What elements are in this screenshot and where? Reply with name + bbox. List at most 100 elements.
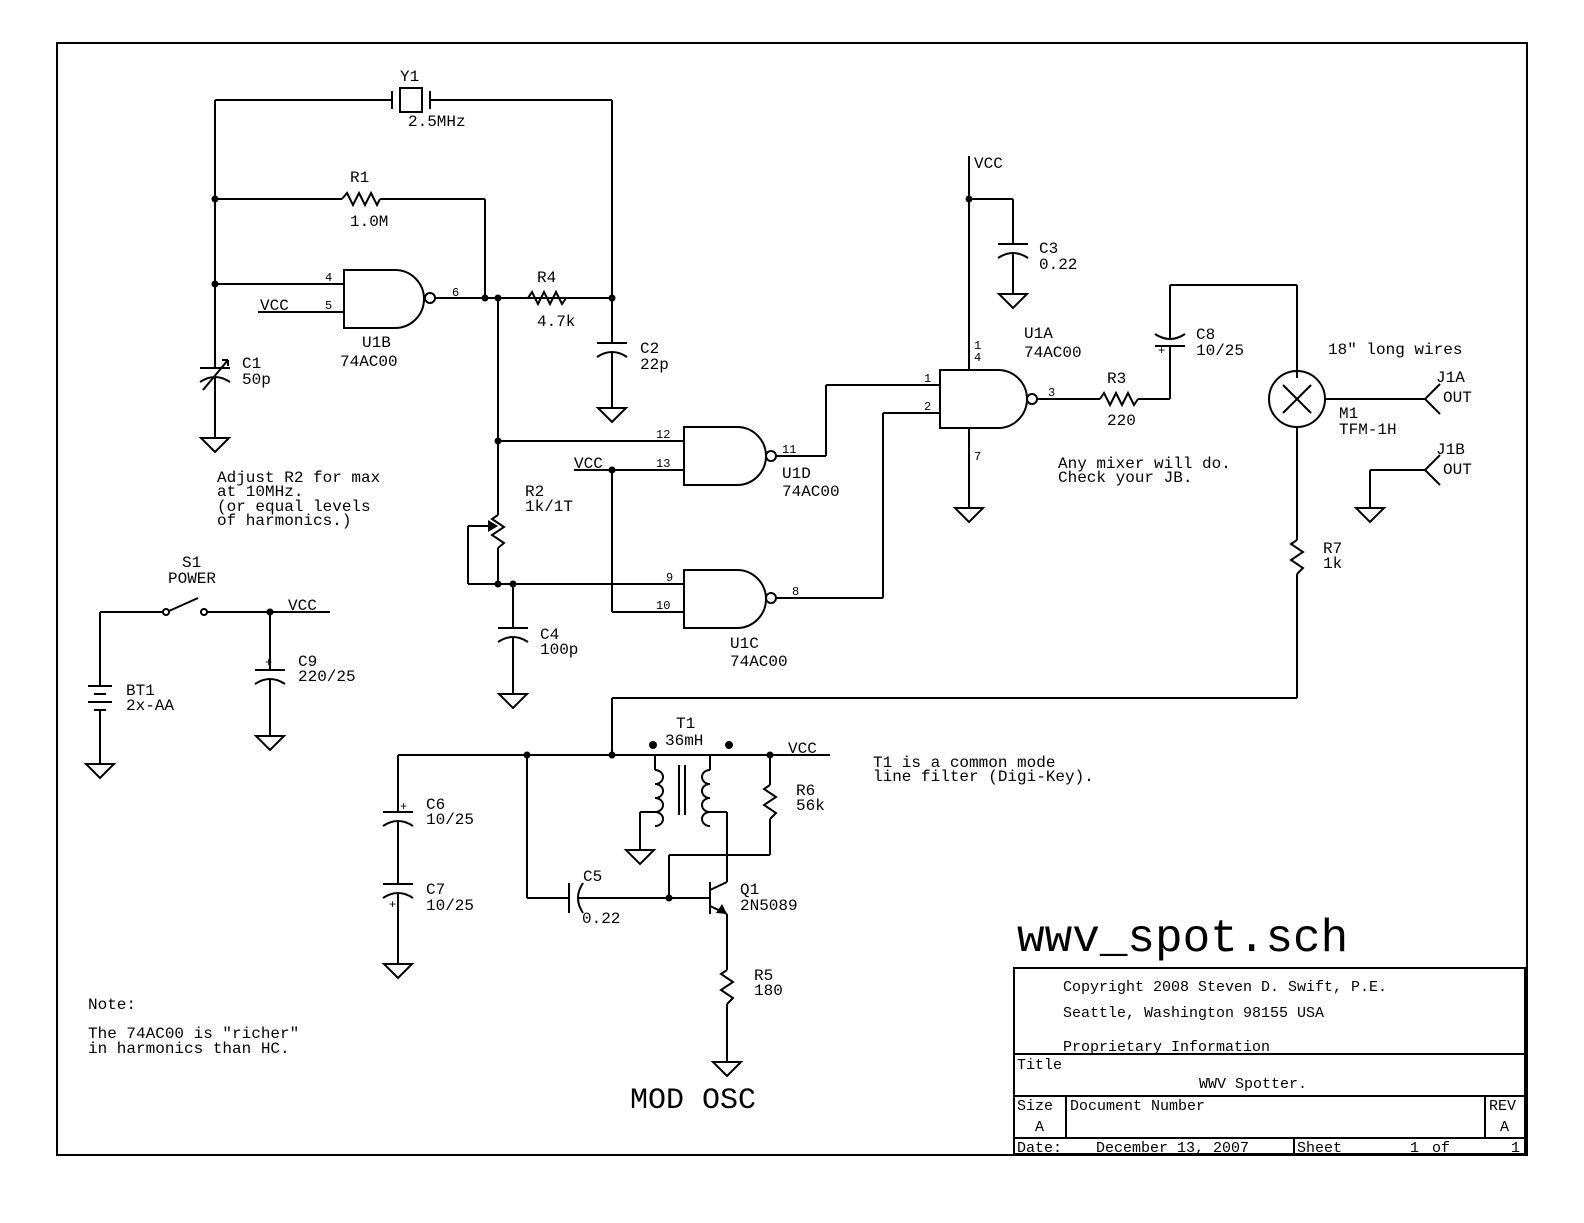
- value-c2: 22p: [640, 356, 669, 374]
- value-q1: 2N5089: [740, 897, 798, 915]
- value-c3: 0.22: [1039, 256, 1077, 274]
- ref-m1: M1: [1339, 405, 1358, 423]
- ref-y1: Y1: [400, 68, 419, 86]
- ref-c8: C8: [1196, 326, 1215, 344]
- note-body-line: in harmonics than HC.: [88, 1040, 290, 1058]
- value-c6: 10/25: [426, 811, 474, 829]
- svg-text:4: 4: [974, 351, 981, 365]
- svg-text:1: 1: [974, 339, 981, 353]
- sheet-total: 1: [1511, 1140, 1520, 1157]
- ref-c5: C5: [583, 868, 602, 886]
- svg-text:9: 9: [666, 571, 673, 585]
- power-section: [85, 597, 330, 779]
- value-c8: 10/25: [1196, 342, 1244, 360]
- output-section: [611, 156, 1441, 755]
- svg-text:4: 4: [325, 271, 332, 285]
- note-adjust-line: at 10MHz.: [217, 483, 303, 501]
- svg-text:12: 12: [656, 428, 670, 442]
- value-r7: 1k: [1323, 555, 1342, 573]
- proprietary-text: Proprietary Information: [1063, 1039, 1270, 1056]
- ref-j1a: J1A: [1436, 369, 1465, 387]
- value-u1b: 74AC00: [340, 353, 398, 371]
- ref-r6: R6: [796, 782, 815, 800]
- ref-u1b: U1B: [362, 334, 391, 352]
- copyright-text: Copyright 2008 Steven D. Swift, P.E.: [1063, 979, 1387, 996]
- note-body-line: The 74AC00 is "richer": [88, 1025, 299, 1043]
- note-t1-line: line filter (Digi-Key).: [873, 768, 1094, 786]
- crystal-oscillator: [199, 87, 684, 709]
- value-c4: 100p: [540, 641, 578, 659]
- vcc-labels: VCC VCC VCC VCC VCC: [260, 155, 1003, 758]
- ref-u1a: U1A: [1024, 325, 1053, 343]
- ref-r5: R5: [754, 967, 773, 985]
- ref-u1c: U1C: [730, 635, 759, 653]
- svg-text:11: 11: [782, 443, 796, 457]
- note-adjust-line: Adjust R2 for max: [217, 469, 380, 487]
- value-j1a: OUT: [1443, 389, 1472, 407]
- ref-r1: R1: [350, 169, 369, 187]
- note-adjust-line: (or equal levels: [217, 498, 371, 516]
- ref-r4: R4: [537, 269, 556, 287]
- value-y1: 2.5MHz: [408, 113, 466, 131]
- polarity-marks: + + + +: [265, 344, 1165, 912]
- svg-text:3: 3: [1048, 386, 1055, 400]
- mod-osc-section: [382, 741, 830, 1077]
- sheet-of: of: [1432, 1140, 1450, 1157]
- note-mixer-line: Any mixer will do.: [1058, 455, 1231, 473]
- svg-text:13: 13: [656, 457, 670, 471]
- value-c7: 10/25: [426, 897, 474, 915]
- svg-text:+: +: [400, 800, 407, 814]
- note-mixer-line: Check your JB.: [1058, 469, 1192, 487]
- ref-c9: C9: [298, 653, 317, 671]
- gate-section: [574, 384, 940, 629]
- ref-c3: C3: [1039, 240, 1058, 258]
- svg-text:+: +: [265, 656, 272, 670]
- title-block: wwv_spot.sch Copyright 2008 Steven D. Sw…: [1013, 913, 1526, 1157]
- ref-c6: C6: [426, 796, 445, 814]
- ref-r2: R2: [525, 483, 544, 501]
- svg-text:8: 8: [792, 585, 799, 599]
- value-r3: 220: [1107, 412, 1136, 430]
- component-labels: Y1 2.5MHz R1 1.0M R4 4.7k C2 22p C1 50p …: [126, 68, 1472, 1000]
- mod-osc-heading: MOD OSC: [630, 1084, 756, 1118]
- value-r5: 180: [754, 982, 783, 1000]
- svg-text:5: 5: [325, 299, 332, 313]
- pin-numbers: 4 5 6 12 13 11 9 10 8 1 2 3 1 4 7: [325, 271, 1055, 613]
- size-label: Size: [1017, 1098, 1053, 1115]
- note-wires: 18" long wires: [1328, 341, 1462, 359]
- value-s1: POWER: [168, 570, 216, 588]
- ref-r7: R7: [1323, 540, 1342, 558]
- vcc-label: VCC: [260, 297, 289, 315]
- value-r4: 4.7k: [537, 313, 575, 331]
- address-text: Seattle, Washington 98155 USA: [1063, 1005, 1324, 1022]
- value-u1a: 74AC00: [1024, 344, 1082, 362]
- value-c5: 0.22: [582, 910, 620, 928]
- ref-s1: S1: [182, 554, 201, 572]
- value-r1: 1.0M: [350, 213, 388, 231]
- vcc-label: VCC: [574, 455, 603, 473]
- date-label: Date:: [1017, 1140, 1062, 1157]
- vcc-label: VCC: [788, 740, 817, 758]
- filename-heading: wwv_spot.sch: [1017, 913, 1348, 965]
- ref-t1: T1: [676, 715, 695, 733]
- ref-q1: Q1: [740, 881, 759, 899]
- ref-u1d: U1D: [782, 465, 811, 483]
- value-j1b: OUT: [1443, 461, 1472, 479]
- title-label: Title: [1017, 1057, 1062, 1074]
- ref-r3: R3: [1107, 370, 1126, 388]
- svg-text:7: 7: [974, 450, 981, 464]
- value-c9: 220/25: [298, 668, 356, 686]
- note-t1-line: T1 is a common mode: [873, 754, 1055, 772]
- value-t1: 36mH: [665, 732, 703, 750]
- ref-c4: C4: [540, 626, 559, 644]
- value-r6: 56k: [796, 797, 825, 815]
- nand-gate-u1c: [683, 569, 767, 629]
- note-adjust-line: of harmonics.): [217, 512, 351, 530]
- nand-gate-u1b: [343, 269, 425, 329]
- rev-value: A: [1500, 1119, 1509, 1136]
- sheet-number: 1: [1410, 1140, 1419, 1157]
- ref-c1: C1: [242, 355, 261, 373]
- ref-j1b: J1B: [1436, 441, 1465, 459]
- rev-label: REV: [1489, 1098, 1516, 1115]
